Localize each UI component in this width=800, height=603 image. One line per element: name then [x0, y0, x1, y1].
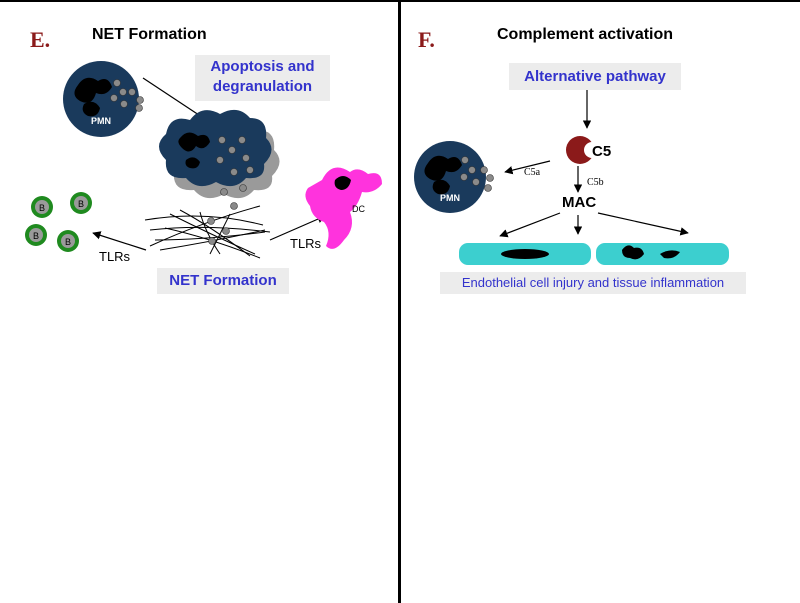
pmn-f-label: PMN	[440, 193, 460, 203]
b-cell: B	[70, 192, 92, 214]
c5a-label: C5a	[524, 167, 541, 178]
panel-divider	[398, 0, 401, 603]
arrow-net-to-bcells	[92, 231, 147, 251]
svg-text:B: B	[33, 231, 39, 241]
tlrs-left-label: TLRs	[99, 249, 131, 264]
dendritic-cell: DC	[305, 167, 382, 249]
net-granules	[207, 217, 230, 245]
arrow-mac-right	[597, 212, 689, 236]
alternative-pathway-label: Alternative pathway	[509, 63, 681, 90]
c5-label: C5	[592, 143, 612, 160]
panel-f-title: Complement activation	[497, 26, 674, 43]
c5b-label: C5b	[587, 177, 604, 188]
panel-e-letter: E.	[30, 27, 51, 52]
apoptosis-label: Apoptosis and degranulation	[195, 55, 330, 101]
c5-molecule	[566, 136, 600, 164]
b-cell: B	[25, 224, 47, 246]
net-fibers	[144, 205, 271, 259]
arrow-mac-left	[499, 212, 561, 238]
released-granules	[220, 184, 247, 210]
endothelial-cells	[459, 243, 729, 265]
svg-text:B: B	[39, 203, 45, 213]
b-cell: B	[31, 196, 53, 218]
pmn-cell-e: PMN	[63, 61, 144, 137]
panel-f-letter: F.	[418, 27, 435, 52]
net-formation-label: NET Formation	[157, 268, 289, 294]
panel-e-title: NET Formation	[92, 26, 207, 43]
tlrs-right-label: TLRs	[290, 236, 322, 251]
endothelial-caption: Endothelial cell injury and tissue infla…	[440, 272, 746, 294]
pmn-e-label: PMN	[91, 116, 111, 126]
arrow-net-to-dc	[269, 215, 326, 241]
svg-text:B: B	[78, 199, 84, 209]
b-cell: B	[57, 230, 79, 252]
dc-label: DC	[352, 204, 365, 214]
b-cells: B B B B	[25, 192, 92, 252]
apoptotic-cell-cloud	[159, 109, 280, 199]
svg-text:B: B	[65, 237, 71, 247]
arrow-c5-to-pmn	[504, 160, 551, 175]
mac-label: MAC	[562, 194, 597, 211]
pmn-cell-f: PMN	[414, 141, 494, 213]
